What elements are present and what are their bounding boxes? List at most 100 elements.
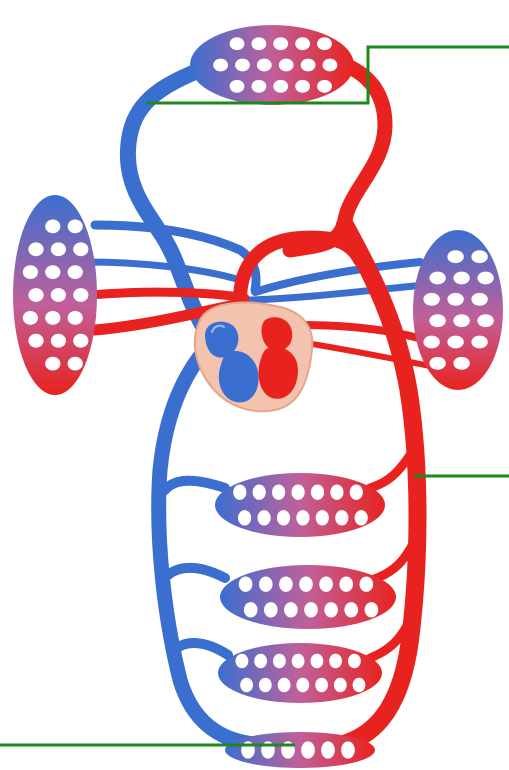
pulmonary-artery-left-upper bbox=[90, 292, 245, 298]
head-capillary-bed bbox=[190, 25, 354, 105]
capillary-hole bbox=[278, 678, 291, 692]
capillary-hole bbox=[447, 336, 463, 349]
legs-capillary-bed bbox=[225, 732, 375, 768]
capillary-hole bbox=[236, 654, 249, 668]
capillary-hole bbox=[28, 334, 43, 348]
capillary-hole bbox=[329, 654, 342, 668]
capillary-hole bbox=[360, 577, 374, 592]
capillary-bed-body bbox=[218, 643, 382, 703]
left-lung-capillary-bed bbox=[13, 195, 97, 395]
capillary-hole bbox=[311, 654, 324, 668]
capillary-bed-body bbox=[220, 565, 396, 629]
capillary-hole bbox=[471, 250, 487, 263]
capillary-hole bbox=[45, 357, 60, 371]
capillary-hole bbox=[330, 485, 343, 500]
capillary-hole bbox=[244, 602, 258, 617]
capillary-hole bbox=[68, 220, 83, 234]
capillary-hole bbox=[273, 654, 286, 668]
capillary-hole bbox=[299, 577, 313, 592]
capillary-hole bbox=[28, 288, 43, 302]
capillary-hole bbox=[23, 311, 38, 325]
capillary-hole bbox=[277, 510, 290, 525]
vein-loop-middle bbox=[168, 568, 225, 578]
capillary-hole bbox=[259, 678, 272, 692]
capillary-hole bbox=[447, 293, 463, 306]
capillary-hole bbox=[316, 510, 329, 525]
capillary-hole bbox=[429, 357, 445, 370]
capillary-hole bbox=[471, 336, 487, 349]
vein-loop-upper bbox=[165, 481, 225, 490]
capillary-hole bbox=[319, 577, 333, 592]
capillary-hole bbox=[259, 577, 273, 592]
capillary-hole bbox=[238, 510, 251, 525]
capillary-hole bbox=[68, 311, 83, 325]
right-lung-capillary-bed bbox=[413, 230, 503, 390]
capillary-hole bbox=[284, 602, 298, 617]
capillary-hole bbox=[235, 59, 250, 72]
capillary-hole bbox=[453, 272, 469, 285]
capillary-hole bbox=[51, 334, 66, 348]
capillary-hole bbox=[355, 510, 368, 525]
capillary-hole bbox=[296, 678, 309, 692]
capillary-hole bbox=[68, 357, 83, 371]
capillary-hole bbox=[317, 37, 332, 50]
capillary-hole bbox=[258, 510, 271, 525]
capillary-hole bbox=[23, 265, 38, 279]
capillary-hole bbox=[295, 80, 310, 93]
vein-loop-lower bbox=[175, 643, 228, 655]
capillary-hole bbox=[68, 265, 83, 279]
capillary-hole bbox=[279, 577, 293, 592]
capillary-hole bbox=[311, 485, 324, 500]
upper-body-capillary-bed bbox=[215, 473, 385, 537]
capillary-hole bbox=[273, 37, 288, 50]
capillary-hole bbox=[429, 272, 445, 285]
capillary-hole bbox=[323, 59, 338, 72]
capillary-hole bbox=[304, 602, 318, 617]
capillary-hole bbox=[254, 654, 267, 668]
capillary-hole bbox=[447, 250, 463, 263]
capillary-hole bbox=[301, 59, 316, 72]
middle-body-capillary-bed bbox=[220, 565, 396, 629]
capillary-hole bbox=[296, 510, 309, 525]
capillary-hole bbox=[315, 678, 328, 692]
capillary-hole bbox=[292, 485, 305, 500]
capillary-hole bbox=[73, 288, 88, 302]
capillary-hole bbox=[453, 357, 469, 370]
capillary-hole bbox=[230, 37, 245, 50]
capillary-hole bbox=[321, 741, 335, 758]
capillary-hole bbox=[28, 242, 43, 256]
lower-body-capillary-bed bbox=[218, 643, 382, 703]
capillary-hole bbox=[264, 602, 278, 617]
capillary-hole bbox=[334, 678, 347, 692]
capillary-hole bbox=[51, 242, 66, 256]
pulmonary-vessel-left-lower bbox=[85, 262, 240, 280]
capillary-hole bbox=[324, 602, 338, 617]
capillary-hole bbox=[73, 334, 88, 348]
capillary-hole bbox=[73, 242, 88, 256]
capillary-hole bbox=[279, 59, 294, 72]
capillary-hole bbox=[341, 741, 355, 758]
capillary-hole bbox=[51, 288, 66, 302]
capillary-hole bbox=[252, 80, 267, 93]
capillary-hole bbox=[471, 293, 487, 306]
capillary-hole bbox=[273, 80, 288, 93]
artery-branch-upper bbox=[370, 455, 410, 488]
capillary-hole bbox=[240, 678, 253, 692]
capillary-hole bbox=[365, 602, 379, 617]
capillary-bed-body bbox=[215, 473, 385, 537]
capillary-hole bbox=[429, 314, 445, 327]
heart bbox=[195, 303, 313, 412]
capillary-hole bbox=[239, 577, 253, 592]
capillary-hole bbox=[45, 265, 60, 279]
capillary-hole bbox=[257, 59, 272, 72]
capillary-hole bbox=[292, 654, 305, 668]
capillary-hole bbox=[272, 485, 285, 500]
capillary-hole bbox=[335, 510, 348, 525]
capillary-hole bbox=[344, 602, 358, 617]
capillary-hole bbox=[339, 577, 353, 592]
capillary-hole bbox=[45, 311, 60, 325]
capillary-hole bbox=[350, 485, 363, 500]
capillary-hole bbox=[477, 272, 493, 285]
capillary-hole bbox=[295, 37, 310, 50]
